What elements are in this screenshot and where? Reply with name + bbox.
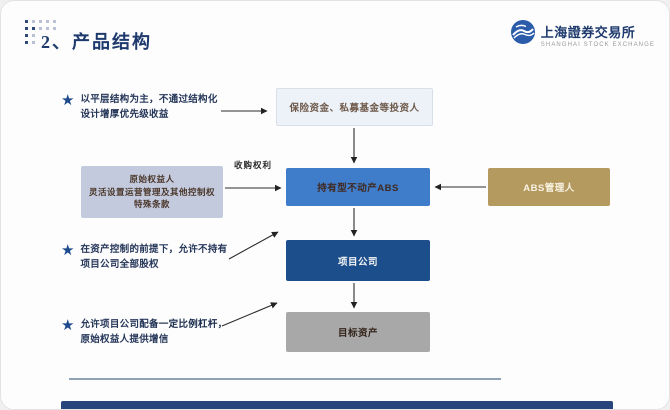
star-icon: ★ [61,242,75,259]
arrow-bullet4-to-asset [221,302,278,327]
star-icon: ★ [61,317,75,334]
bullet-leverage-text: 允许项目公司配备一定比例杠杆，原始权益人提供增信 [80,319,228,345]
box-original-holder: 原始权益人 灵活设置运营管理及其他控制权特殊条款 [81,166,223,218]
logo-title: 上海證券交易所 [540,24,636,40]
sse-logo: 上海證券交易所 SHANGHAI STOCK EXCHANGE [510,19,655,50]
bullet-leverage: ★ 允许项目公司配备一定比例杠杆，原始权益人提供增信 [61,318,229,347]
logo-subtitle: SHANGHAI STOCK EXCHANGE [540,41,655,48]
box-project-company: 项目公司 [286,240,430,281]
box-target-asset: 目标资产 [286,312,430,352]
acquisition-rights-label: 收购权利 [234,160,273,170]
star-icon: ★ [61,92,75,109]
footer-navy-bar [61,401,613,409]
sse-logo-icon [510,19,536,50]
footer-divider-line [69,378,501,380]
arrow-bullet3-to-project [228,231,279,260]
box-original-holder-desc: 灵活设置运营管理及其他控制权特殊条款 [88,186,215,210]
bullet-flat-structure-text: 以平层结构为主，不通过结构化设计增厚优先级收益 [80,94,218,120]
bullet-flat-structure: ★ 以平层结构为主，不通过结构化设计增厚优先级收益 [61,93,219,122]
title-dots-decoration [25,20,61,50]
box-abs-manager: ABS管理人 [488,168,610,206]
box-holding-abs: 持有型不动产ABS [286,168,430,206]
bullet-asset-control: ★ 在资产控制的前提下，允许不持有项目公司全部股权 [61,243,229,272]
box-investors: 保险资金、私募基金等投资人 [276,88,433,126]
page-title: 2、产品结构 [41,32,152,52]
bullet-asset-control-text: 在资产控制的前提下，允许不持有项目公司全部股权 [80,244,228,270]
box-original-holder-title: 原始权益人 [129,173,175,184]
